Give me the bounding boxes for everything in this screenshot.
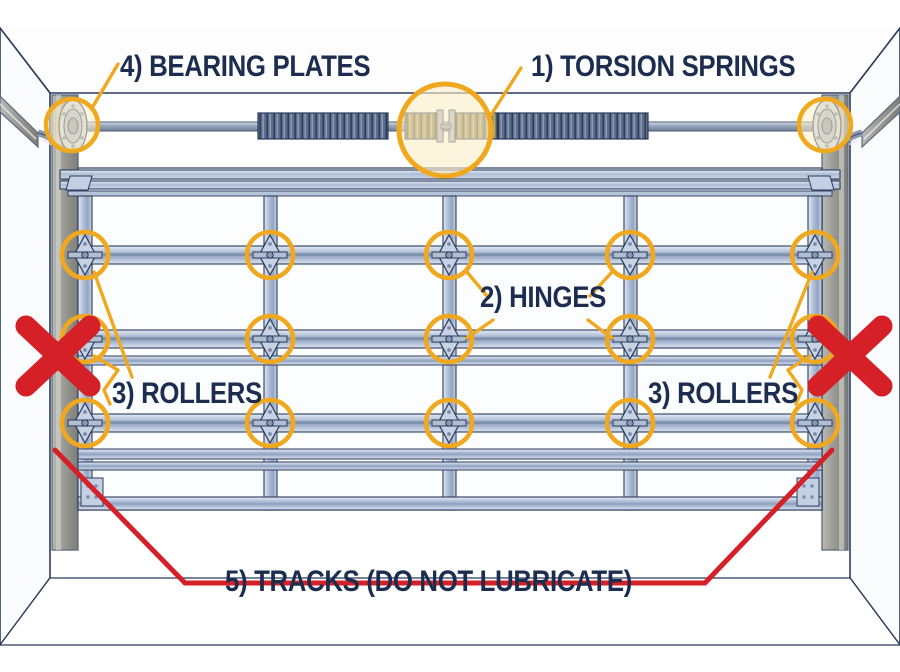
highlight-circle-hinge-0-3 (604, 229, 656, 281)
door-hardware (67, 233, 833, 445)
highlight-circle-hinge-1-1 (244, 313, 296, 365)
red-x-left (15, 315, 101, 397)
highlight-circle-hinge-1-3 (604, 313, 656, 365)
highlight-circle-hinge-1-2 (423, 313, 475, 365)
highlight-circle-bearing-left (43, 96, 101, 154)
vertical-track-left (51, 94, 79, 551)
highlight-circle-bearing-right (796, 96, 854, 154)
hinge-hardware (431, 401, 467, 445)
label-hinges: 2) HINGES (480, 281, 606, 314)
highlight-circle-hinge-2-1 (244, 397, 296, 449)
highlight-circle-hinge-2-2 (423, 397, 475, 449)
highlight-circle-roller-0-4 (789, 229, 841, 281)
leader-rollers-l2 (92, 354, 120, 406)
roller-hardware (67, 401, 103, 445)
roller-hardware (797, 401, 833, 445)
label-torsion-springs: 1) TORSION SPRINGS (531, 50, 796, 83)
highlight-circle-roller-2-4 (789, 397, 841, 449)
leader-rollers-l1 (92, 270, 134, 379)
hinge-hardware (252, 317, 288, 361)
leader-hinges-tl (465, 270, 489, 298)
highlight-circle-roller-2-0 (59, 397, 111, 449)
hinge-hardware (252, 233, 288, 277)
highlight-circle-springs (396, 81, 494, 179)
hinge-hardware (612, 401, 648, 445)
roller-hardware (67, 233, 103, 277)
hinge-hardware (612, 233, 648, 277)
leader-rollers-r1 (768, 270, 814, 379)
leader-lines-yellow (90, 62, 814, 406)
leader-hinges-br (586, 318, 614, 340)
highlight-circle-hinge-0-2 (423, 229, 475, 281)
hinge-hardware (431, 233, 467, 277)
leader-hinges-tr (588, 270, 614, 298)
callout-highlights (43, 81, 854, 449)
highlight-circle-hinge-0-1 (244, 229, 296, 281)
roller-hardware (797, 233, 833, 277)
leader-springs (487, 66, 523, 120)
label-tracks: 5) TRACKS (DO NOT LUBRICATE) (225, 565, 632, 598)
red-x-right (807, 315, 893, 397)
leader-bearing (90, 62, 120, 110)
leader-rollers-r2 (786, 354, 812, 406)
label-rollers-left: 3) ROLLERS (112, 377, 262, 410)
highlight-circle-roller-0-0 (59, 229, 111, 281)
highlight-circle-hinge-2-3 (604, 397, 656, 449)
warning-marks (15, 315, 893, 586)
leader-hinges-bl (465, 318, 495, 340)
hinge-hardware (252, 401, 288, 445)
label-rollers-right: 3) ROLLERS (648, 377, 798, 410)
label-bearing-plates: 4) BEARING PLATES (120, 50, 371, 83)
